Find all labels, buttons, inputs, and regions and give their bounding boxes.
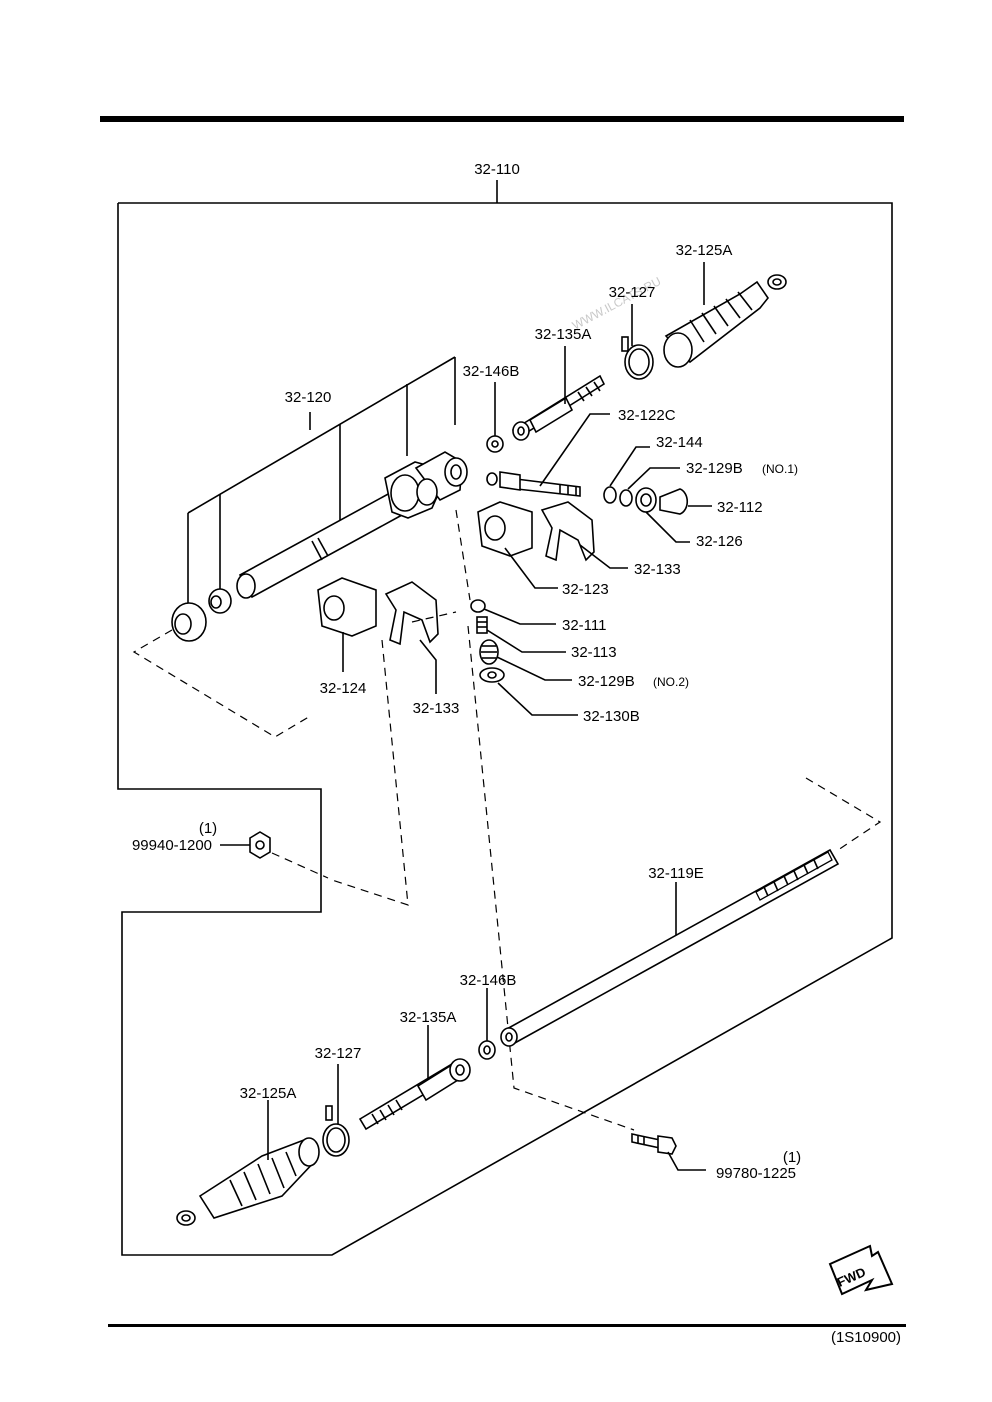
mount-rubber-left-label: 32-124 (320, 680, 367, 697)
o-ring-no1-note: (NO.1) (762, 462, 798, 476)
dust-boot-left-part (176, 1137, 320, 1226)
boot-clamp-left-part (322, 1105, 350, 1157)
cap-label: 32-112 (717, 499, 763, 516)
nut-qty-label: (1) (199, 820, 217, 837)
o-ring-no2-note: (NO.2) (653, 675, 689, 689)
mount-rubber-right-label: 32-123 (562, 581, 609, 598)
nut-part (249, 831, 271, 859)
snap-ring-label: 32-144 (656, 434, 703, 451)
pinion-leader (539, 413, 610, 487)
adjusting-cover-label: 32-130B (583, 708, 640, 725)
bracket-left-leader (419, 639, 437, 694)
support-yoke-leader (483, 608, 556, 625)
bolt-code-label: 99780-1225 (716, 1165, 796, 1182)
spring-leader (486, 629, 566, 653)
watermark-text: WWW.ILCATS.RU (570, 274, 663, 333)
oil-seal-part (635, 487, 657, 513)
pinion-label: 32-122C (618, 407, 676, 424)
rack-label: 32-119E (648, 865, 704, 882)
figure-code: (1S10900) (831, 1329, 901, 1346)
support-yoke-label: 32-111 (562, 617, 606, 634)
nut-code-label: 99940-1200 (132, 837, 212, 854)
o-ring-no1-leader (627, 467, 680, 490)
bracket-left-part (384, 581, 439, 646)
bracket-right-leader (579, 544, 628, 569)
snap-ring-leader (609, 446, 650, 487)
bolt-qty-label: (1) (783, 1149, 801, 1166)
bracket-left-label: 32-133 (413, 700, 460, 717)
bracket-right-label: 32-133 (634, 561, 681, 578)
lock-nut-left-label: 32-146B (460, 972, 517, 989)
fwd-arrow-icon: FWD (828, 1244, 894, 1296)
oil-seal-label: 32-126 (696, 533, 743, 550)
mount-rubber-left-part (317, 577, 377, 637)
assembly-code-label: 32-110 (474, 161, 520, 178)
adjusting-cover-part (479, 667, 505, 683)
assembly-outline (117, 202, 893, 1256)
boot-clamp-right-part (621, 336, 654, 380)
spring-part (476, 616, 488, 634)
tie-rod-left-label: 32-135A (400, 1009, 457, 1026)
adjusting-cover-leader (497, 682, 578, 716)
lock-nut-left-part (478, 1040, 496, 1060)
pinion-part (486, 471, 581, 497)
mount-rubber-right-part (477, 501, 533, 557)
o-ring-no2-part (479, 639, 499, 665)
gear-housing-label: 32-120 (285, 389, 332, 406)
tie-rod-right-part (511, 374, 606, 441)
o-ring-no2-label: 32-129B (578, 673, 635, 690)
o-ring-no2-leader (496, 656, 572, 681)
lock-nut-right-part (486, 435, 504, 453)
tie-rod-right-label: 32-135A (535, 326, 592, 343)
boot-clamp-left-label: 32-127 (315, 1045, 362, 1062)
gear-housing-part (171, 451, 468, 642)
top-rule (100, 116, 904, 122)
support-yoke-part (470, 599, 486, 613)
mount-rubber-right-leader (504, 547, 558, 589)
bolt-leader (667, 1151, 706, 1171)
bottom-rule (108, 1324, 906, 1327)
bolt-part (631, 1133, 677, 1155)
oil-seal-leader (645, 511, 690, 543)
dust-boot-right-label: 32-125A (676, 242, 733, 259)
spring-label: 32-113 (571, 644, 617, 661)
lock-nut-right-label: 32-146B (463, 363, 520, 380)
cap-part (659, 488, 689, 515)
dust-boot-right-part (663, 274, 787, 368)
gear-housing-leaders (187, 356, 456, 603)
o-ring-no1-part (619, 489, 633, 507)
bracket-right-part (540, 501, 595, 562)
snap-ring-part (603, 486, 617, 504)
dust-boot-left-label: 32-125A (240, 1085, 297, 1102)
rack-part (500, 848, 840, 1047)
boot-clamp-right-label: 32-127 (609, 284, 656, 301)
dashed-guides (132, 509, 882, 1131)
tie-rod-left-part (358, 1058, 471, 1131)
o-ring-no1-label: 32-129B (686, 460, 743, 477)
